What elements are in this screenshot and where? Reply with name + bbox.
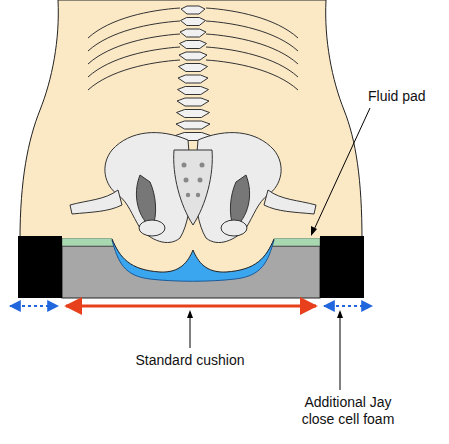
leader-line	[340, 312, 341, 390]
callout-label: Standard cushion	[115, 352, 265, 369]
leader-head	[337, 310, 343, 318]
leader-head	[187, 310, 193, 318]
spine	[176, 6, 211, 141]
buttocks	[62, 236, 320, 272]
cushion-width-arrow	[66, 305, 316, 308]
ribs	[88, 8, 298, 90]
buttocks-outline	[112, 239, 274, 272]
callout-label: Additional Jay close cell foam	[289, 394, 407, 428]
leader-line	[312, 108, 370, 234]
leader-head	[311, 226, 317, 236]
jay-foam-right	[320, 236, 364, 298]
foam-width-arrow	[10, 305, 58, 307]
jay-foam-left	[18, 236, 62, 298]
torso	[20, 0, 362, 240]
pelvis	[70, 133, 316, 243]
foam-width-arrow	[324, 305, 372, 307]
callout-label: Fluid pad	[368, 88, 444, 105]
